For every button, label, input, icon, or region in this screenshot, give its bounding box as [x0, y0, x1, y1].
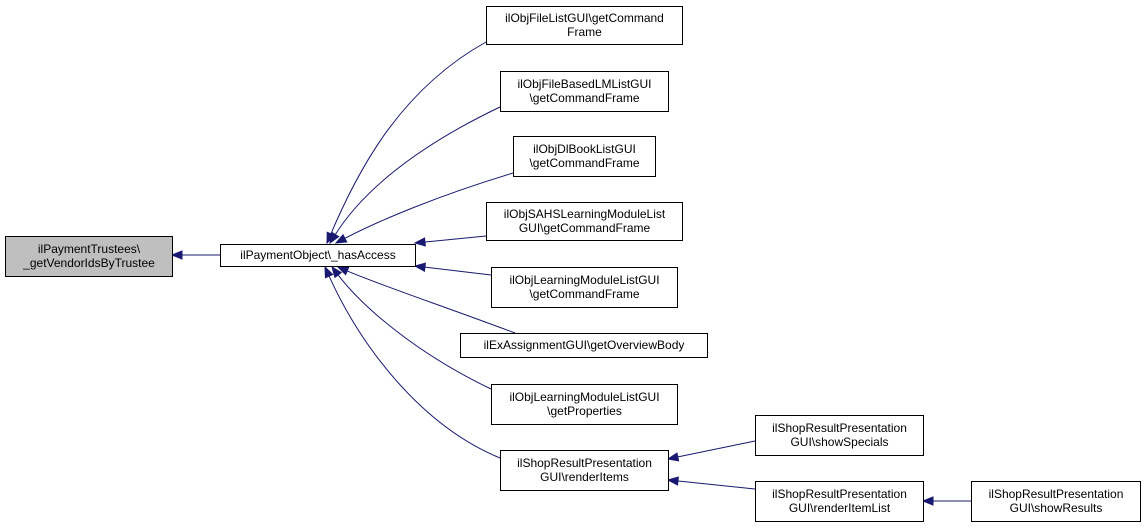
node-label-line: \getCommandFrame: [529, 156, 639, 170]
node-box: [500, 71, 669, 112]
node-label-line: ilShopResultPresentation: [989, 487, 1124, 501]
node-label-line: ilObjLearningModuleListGUI: [509, 273, 659, 287]
edge-arrowhead: [336, 266, 350, 276]
edge-arrowhead: [331, 265, 343, 279]
edge-arrowhead: [329, 231, 340, 245]
edge-line: [676, 440, 756, 458]
edge-arrowhead: [413, 237, 426, 247]
node-label-line: ilObjFileBasedLMListGUI: [517, 77, 651, 91]
edge-show_specials-to-render_items: [666, 440, 756, 462]
node-render-item-list[interactable]: ilShopResultPresentationGUI\renderItemLi…: [755, 481, 924, 522]
edge-has_access-to-root: [170, 250, 220, 260]
edge-arrowhead: [170, 250, 183, 260]
node-box: [460, 333, 708, 358]
node-label-line: GUI\renderItemList: [789, 501, 891, 515]
node-label-line: \getProperties: [547, 404, 622, 418]
node-sahs[interactable]: ilObjSAHSLearningModuleListGUI\getComman…: [486, 202, 683, 241]
edge-line: [346, 270, 516, 334]
graph-edges: [170, 41, 971, 506]
edge-dlbook-to-has_access: [334, 172, 514, 244]
node-lm-props[interactable]: ilObjLearningModuleListGUI\getProperties: [491, 384, 678, 425]
node-file-list[interactable]: ilObjFileListGUI\getCommandFrame: [486, 6, 683, 45]
graph-nodes: ilPaymentTrustees\_getVendorIdsByTrustee…: [5, 6, 1141, 522]
node-label-line: ilPaymentObject\_hasAccess: [240, 248, 395, 262]
node-label-line: _getVendorIdsByTrustee: [22, 256, 155, 270]
node-label-line: Frame: [567, 25, 602, 39]
node-box: [491, 384, 678, 425]
node-box: [486, 202, 683, 241]
node-label-line: ilShopResultPresentation: [772, 487, 907, 501]
node-box: [491, 267, 678, 308]
node-label-line: \getCommandFrame: [529, 287, 639, 301]
edge-file_based_lm-to-has_access: [329, 106, 501, 245]
node-label-line: ilObjDlBookListGUI: [533, 142, 636, 156]
node-label-line: GUI\showSpecials: [790, 435, 888, 449]
node-box: [5, 236, 173, 277]
edge-line: [330, 41, 487, 235]
node-root: ilPaymentTrustees\_getVendorIdsByTrustee: [5, 236, 173, 277]
edge-arrowhead: [413, 262, 426, 272]
node-ex-assign[interactable]: ilExAssignmentGUI\getOverviewBody: [460, 333, 708, 358]
node-lm-cmd[interactable]: ilObjLearningModuleListGUI\getCommandFra…: [491, 267, 678, 308]
node-label-line: ilObjSAHSLearningModuleList: [504, 207, 666, 221]
edge-render_items-to-has_access: [324, 265, 501, 459]
edge-lm_cmd-to-has_access: [413, 262, 492, 276]
edge-arrowhead: [334, 233, 348, 244]
node-box: [513, 136, 656, 177]
node-label-line: ilShopResultPresentation: [772, 421, 907, 435]
edge-line: [337, 273, 492, 390]
edge-sahs-to-has_access: [413, 235, 487, 247]
edge-render_item_list-to-render_items: [666, 476, 756, 490]
node-box: [755, 481, 924, 522]
edge-ex_assign-to-has_access: [336, 266, 516, 334]
node-box: [220, 244, 416, 267]
edge-line: [328, 275, 501, 459]
edge-line: [334, 106, 501, 236]
edge-arrowhead: [666, 476, 679, 486]
node-label-line: ilObjLearningModuleListGUI: [509, 390, 659, 404]
node-label-line: ilShopResultPresentation: [517, 456, 652, 470]
node-label-line: GUI\showResults: [1010, 501, 1103, 515]
node-label-line: ilPaymentTrustees\: [38, 242, 141, 256]
edge-show_results-to-render_item_list: [921, 496, 971, 506]
edge-arrowhead: [666, 452, 680, 462]
node-label-line: ilExAssignmentGUI\getOverviewBody: [484, 338, 685, 352]
node-box: [486, 6, 683, 45]
edge-arrowhead: [324, 265, 334, 279]
edge-line: [676, 480, 756, 490]
node-box: [500, 450, 669, 491]
node-has-access[interactable]: ilPaymentObject\_hasAccess: [220, 244, 416, 267]
node-dlbook[interactable]: ilObjDlBookListGUI\getCommandFrame: [513, 136, 656, 177]
node-label-line: ilObjFileListGUI\getCommand: [505, 11, 664, 25]
node-box: [971, 481, 1141, 522]
node-file-based-lm[interactable]: ilObjFileBasedLMListGUI\getCommandFrame: [500, 71, 669, 112]
node-label-line: GUI\renderItems: [540, 470, 629, 484]
edge-line: [343, 172, 514, 240]
node-label-line: GUI\getCommandFrame: [519, 221, 651, 235]
edge-line: [423, 235, 487, 243]
edge-lm_props-to-has_access: [331, 265, 492, 390]
edge-line: [423, 266, 492, 276]
node-box: [755, 415, 924, 456]
node-label-line: \getCommandFrame: [529, 91, 639, 105]
edge-arrowhead: [921, 496, 934, 506]
